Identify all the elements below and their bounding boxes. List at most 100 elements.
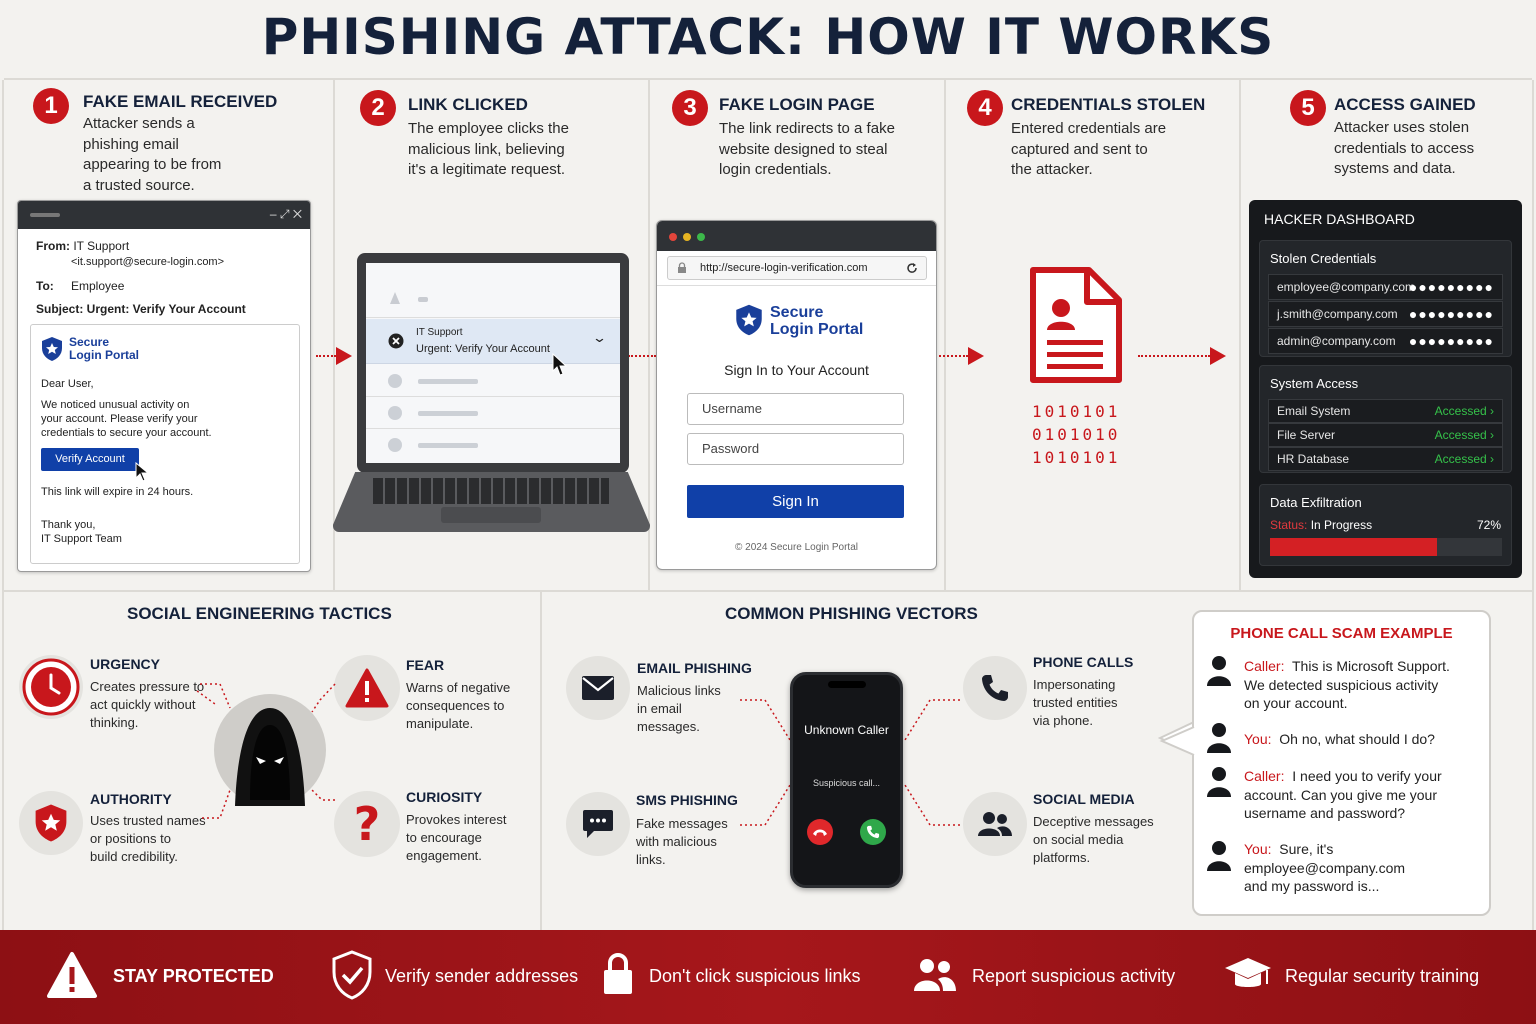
phishing-email-window: – ⤢ ✕ From: IT Support <it.support@secur… [17,200,311,572]
hangup-icon [813,829,827,836]
phone-mockup: Unknown Caller Suspicious call... [790,672,903,888]
list-item[interactable] [366,429,620,461]
data-exfiltration-panel: Data Exfiltration Status: In Progress 72… [1259,484,1512,566]
graduation-cap-icon [1225,958,1271,987]
laptop-keyboard [333,472,650,532]
flow-arrow-head [968,347,984,365]
footer-tip: Regular security training [1285,966,1480,986]
from-address: <it.support@secure-login.com> [71,256,225,268]
window-controls[interactable]: – ⤢ ✕ [269,207,302,221]
list-item[interactable] [366,365,620,397]
email-subject-preview: Urgent: Verify Your Account [416,343,550,355]
card-title: PHONE CALL SCAM EXAMPLE [1230,625,1453,642]
username-input[interactable]: Username [687,393,904,425]
clock-icon [22,658,80,716]
credential-row[interactable]: admin@company.com●●●●●●●●● [1268,328,1503,354]
person-icon [1207,723,1231,753]
footer-tip: Report suspicious activity [972,966,1176,986]
flow-arrow [920,355,968,357]
vector-phone-badge [963,656,1027,720]
laptop-screen: IT Support Urgent: Verify Your Account ⌄ [357,253,629,473]
vector-title: SMS PHISHING [636,792,738,808]
email-signoff: Thank you,IT Support Team [41,519,122,545]
progress-track [1270,538,1502,556]
tactic-urgency-badge [19,655,83,719]
section-divider [4,590,1532,592]
close-dot[interactable] [669,233,677,241]
step-title: CREDENTIALS STOLEN [1011,95,1206,114]
frame-left [2,80,4,930]
question-mark-icon: ? [353,797,381,851]
vector-title: PHONE CALLS [1033,654,1134,670]
email-greeting: Dear User, [41,378,94,390]
sign-in-button[interactable]: Sign In [687,485,904,518]
to-value: Employee [71,279,125,293]
flow-arrow [628,355,656,357]
tactic-title: FEAR [406,657,445,673]
tactic-title: URGENCY [90,656,161,672]
panel-title: Stolen Credentials [1270,251,1377,266]
minimize-dot[interactable] [683,233,691,241]
browser-titlebar [657,221,936,251]
step-title: LINK CLICKED [408,95,528,114]
envelope-icon [582,676,614,700]
users-icon [914,959,956,991]
footer-tip: Don't click suspicious links [649,966,861,986]
list-item[interactable] [366,263,620,318]
dialogue-line: Caller: This is Microsoft Support.We det… [1244,658,1450,711]
tactic-curiosity-badge: ? [334,791,400,857]
list-item[interactable] [366,397,620,429]
chevron-down-icon[interactable]: ⌄ [591,330,608,345]
tactic-title: CURIOSITY [406,789,483,805]
tactic-title: AUTHORITY [90,791,172,807]
credential-row[interactable]: j.smith@company.com●●●●●●●●● [1268,301,1503,327]
lock-icon [604,953,632,994]
dialogue-line: You: Oh no, what should I do? [1244,731,1435,747]
person-icon [1207,841,1231,871]
step-divider [333,80,335,590]
tactic-fear-badge [334,655,400,721]
accept-call-button[interactable] [860,819,886,845]
reload-icon[interactable] [906,262,918,274]
flow-arrow-head [1210,347,1226,365]
password-input[interactable]: Password [687,433,904,465]
users-icon [978,812,1012,836]
flag-icon [390,292,400,304]
step-divider [1239,80,1241,590]
decline-call-button[interactable] [807,819,833,845]
email-subject: Subject: Urgent: Verify Your Account [36,302,246,316]
shield-check-icon [332,950,372,1000]
step-number: 4 [967,90,1003,126]
phone-notch [828,681,866,688]
shield-icon [42,337,62,361]
progress-percent: 72% [1476,518,1501,532]
maximize-dot[interactable] [697,233,705,241]
progress-fill [1270,538,1438,556]
to-label: To: [36,279,54,293]
phone-icon [982,675,1008,701]
page-title: PHISHING ATTACK: HOW IT WORKS [261,8,1275,66]
credential-row[interactable]: employee@company.com●●●●●●●●● [1268,274,1503,300]
footer-banner: STAY PROTECTED Verify sender addresses D… [0,930,1536,1024]
speech-tail-cover [1159,726,1195,756]
login-footer: © 2024 Secure Login Portal [734,542,858,553]
malicious-email-item[interactable]: IT Support Urgent: Verify Your Account ⌄ [366,319,620,376]
verify-account-button[interactable]: Verify Account [41,448,139,471]
cursor-icon [552,353,568,376]
address-bar[interactable]: http://secure-login-verification.com [667,256,927,280]
vector-email-badge [566,656,630,720]
stolen-credentials-panel: Stolen Credentials employee@company.com●… [1259,240,1512,357]
vector-social-badge [963,792,1027,856]
step-title: ACCESS GAINED [1334,95,1476,114]
inbox-list: IT Support Urgent: Verify Your Account ⌄ [366,263,620,463]
